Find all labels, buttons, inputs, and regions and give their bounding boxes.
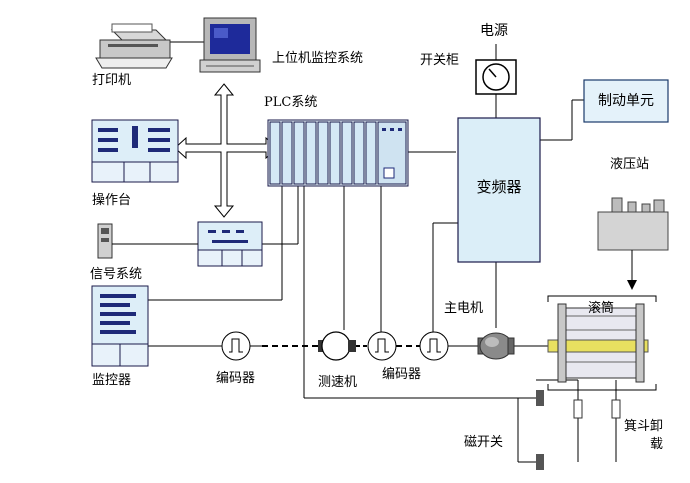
- signal-device-icon: [97, 223, 198, 259]
- signal-system-label: 信号系统: [90, 267, 143, 282]
- switch-cabinet-label: 开关柜: [420, 53, 460, 68]
- drum-icon: [547, 295, 657, 391]
- plc-system-label: PLC系统: [264, 95, 318, 110]
- brake-unit-label: 制动单元: [598, 93, 654, 109]
- printer-icon: [95, 23, 173, 69]
- power-label: 电源: [480, 23, 508, 39]
- skip-unload-label: 箕斗卸: [624, 419, 664, 434]
- printer-label: 打印机: [92, 73, 132, 88]
- console-box: [91, 119, 179, 183]
- encoder-label-left: 编码器: [216, 371, 256, 386]
- console-label: 操作台: [92, 193, 132, 208]
- inverter-box: [457, 117, 541, 263]
- encoder-icon: [367, 331, 397, 361]
- unload-suffix-label: 载: [650, 437, 664, 452]
- encoder-label-right: 编码器: [382, 367, 422, 382]
- tachometer-icon: [318, 331, 368, 361]
- monitor-box: [91, 285, 149, 367]
- hydraulic-station-label: 液压站: [610, 157, 650, 172]
- brake-unit-box: [583, 79, 669, 123]
- monitor-label: 监控器: [92, 373, 132, 388]
- drum-label: 滚筒: [588, 301, 615, 316]
- signal-system-box: [197, 221, 263, 267]
- motor-icon: [477, 332, 515, 360]
- encoder-icon: [221, 331, 251, 361]
- cross-arrow: [174, 83, 278, 218]
- magnetic-switch-label: 磁开关: [464, 435, 504, 450]
- main-motor-label: 主电机: [444, 301, 484, 316]
- plc-rack: [267, 119, 409, 187]
- encoder-icon: [419, 331, 449, 361]
- clock-icon: [475, 44, 517, 95]
- inverter-label: 变频器: [476, 178, 522, 196]
- magnetic-switch-icon: [536, 390, 621, 470]
- computer-icon: [199, 17, 261, 73]
- tachometer-label: 测速机: [318, 375, 358, 390]
- hydraulic-icon: [597, 197, 669, 290]
- host-system-label: 上位机监控系统: [272, 51, 364, 66]
- connection-lines: [148, 41, 617, 463]
